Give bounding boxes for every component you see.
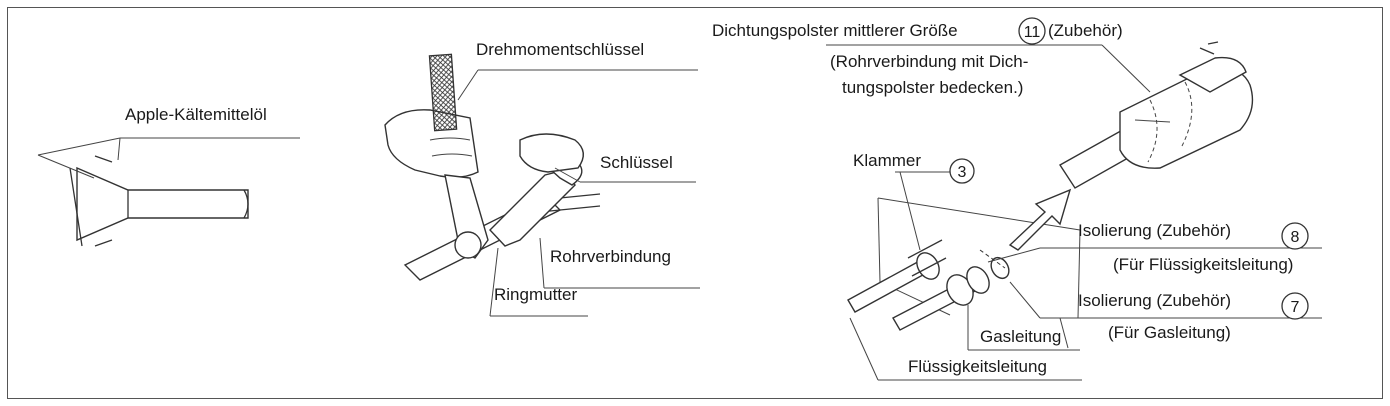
wrench-label: Schlüssel	[600, 153, 673, 172]
pipe-joint-label: Rohrverbindung	[550, 247, 671, 266]
insulation-8-label: Isolierung (Zubehör)	[1078, 221, 1231, 240]
callout-number-8: 8	[1291, 229, 1300, 246]
oil-leader-lines	[37, 137, 300, 179]
oil-label: Apple-Kältemittelöl	[125, 105, 267, 124]
torque-wrench-illustration	[384, 53, 601, 281]
seal-pad-accessory-label: (Zubehör)	[1048, 21, 1123, 40]
liquid-pipe-label: Flüssigkeitsleitung	[908, 357, 1047, 376]
seal-pad-illustration	[1059, 41, 1254, 189]
right-leader-lines	[826, 44, 1322, 381]
callout-circle-8	[1281, 222, 1309, 250]
pipe-assembly	[847, 239, 1010, 331]
insulation-7-label: Isolierung (Zubehör)	[1078, 291, 1231, 310]
seal-pad-label: Dichtungspolster mittlerer Größe	[712, 21, 958, 40]
torque-wrench-label: Drehmomentschlüssel	[476, 40, 644, 59]
callout-number-11: 11	[1024, 24, 1041, 41]
insulation-7-note: (Für Gasleitung)	[1108, 323, 1231, 342]
callout-number-7: 7	[1291, 299, 1300, 316]
seal-note-line-2: tungspolster bedecken.)	[842, 78, 1023, 97]
diagram-frame	[7, 7, 1383, 399]
wrench-leader-lines	[457, 69, 700, 317]
insulation-8-note: (Für Flüssigkeitsleitung)	[1113, 255, 1293, 274]
flare-pipe-illustration	[69, 155, 249, 247]
gas-pipe-label: Gasleitung	[980, 327, 1061, 346]
seal-note-line-1: (Rohrverbindung mit Dich-	[830, 52, 1028, 71]
clamp-label: Klammer	[853, 151, 921, 170]
direction-arrow	[1008, 188, 1072, 251]
callout-circle-3	[949, 158, 975, 184]
flare-nut-label: Ringmutter	[494, 285, 577, 304]
callout-circle-11	[1018, 17, 1046, 45]
callout-circle-7	[1281, 292, 1309, 320]
callout-number-3: 3	[958, 164, 967, 181]
